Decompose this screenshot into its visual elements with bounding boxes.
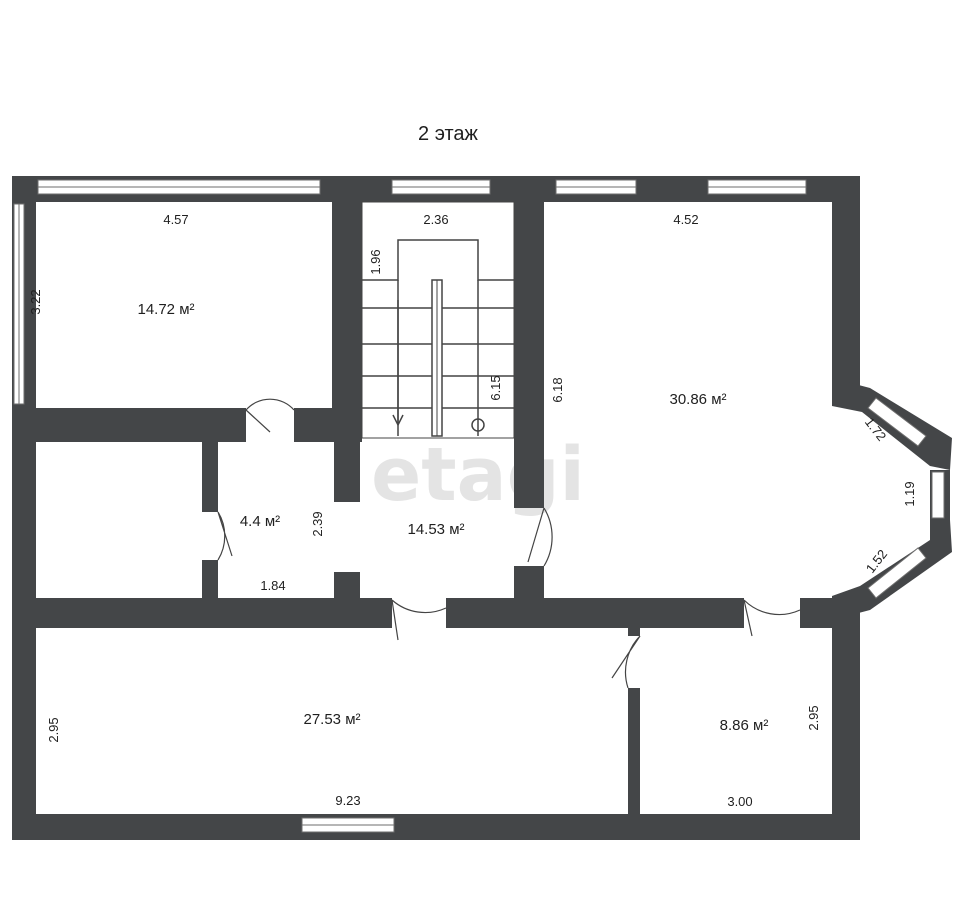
dim-top-left-width: 4.57 [163, 212, 188, 227]
dim-stair-landing: 1.96 [368, 249, 383, 274]
dim-top-left-height: 3.22 [28, 289, 43, 314]
dim-bottom-right-height: 2.95 [806, 705, 821, 730]
dim-bay-width: 4.52 [673, 212, 698, 227]
dim-stair-width: 2.36 [423, 212, 448, 227]
dim-bottom-left-width: 9.23 [335, 793, 360, 808]
dim-small-height: 2.39 [310, 511, 325, 536]
room-area-stairwell: 14.53 м² [407, 521, 464, 538]
walls [12, 176, 952, 840]
doors [217, 398, 801, 689]
floor-title: 2 этаж [418, 123, 479, 145]
dim-small-width: 1.84 [260, 578, 285, 593]
room-area-small: 4.4 м² [240, 513, 280, 530]
room-area-bottom-right: 8.86 м² [720, 717, 769, 734]
dim-bay-length: 6.18 [550, 377, 565, 402]
room-area-top-left: 14.72 м² [137, 301, 194, 318]
room-area-bay: 30.86 м² [669, 391, 726, 408]
windows [13, 179, 945, 833]
staircase [361, 201, 515, 439]
dim-bottom-left-height: 2.95 [46, 717, 61, 742]
room-area-bottom-left: 27.53 м² [303, 711, 360, 728]
dim-stair-length: 6.15 [488, 375, 503, 400]
dim-bottom-right-width: 3.00 [727, 794, 752, 809]
dim-bay-middle: 1.19 [902, 481, 917, 506]
watermark-logo: etagi [371, 432, 585, 518]
